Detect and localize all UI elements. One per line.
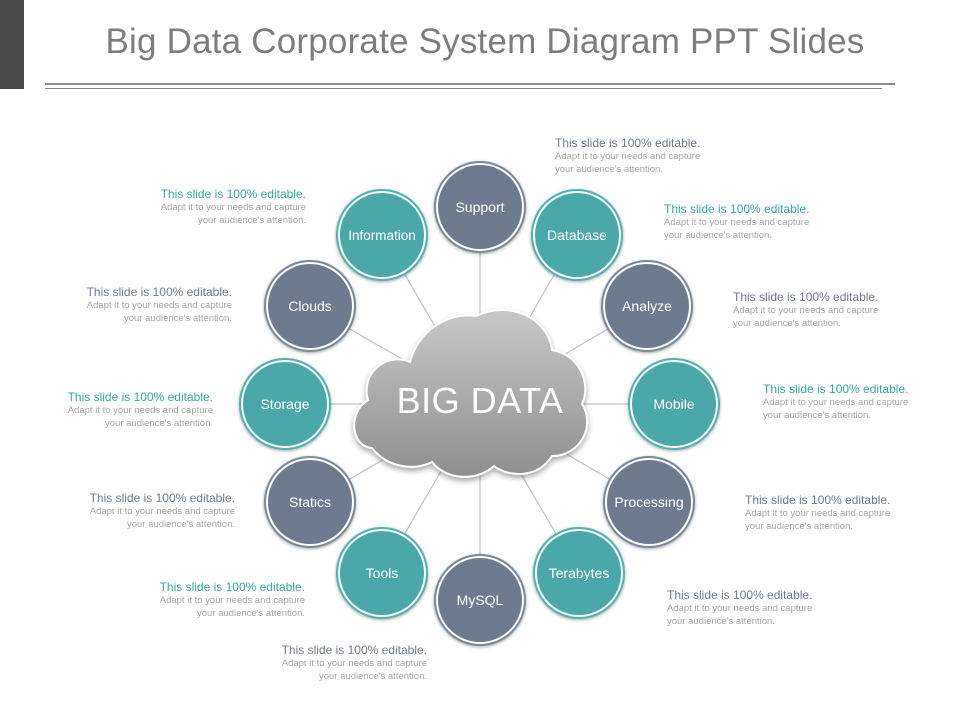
note-analyze: This slide is 100% editable. Adapt it to… [733,290,908,330]
note-body-line2: your audience's attention. [667,616,775,627]
node-clouds: Clouds [264,260,356,352]
note-heading: This slide is 100% editable. [763,382,909,396]
note-body-line2: your audience's attention. [319,671,427,682]
note-body-line1: Adapt it to your needs and capture [555,151,701,162]
note-tools: This slide is 100% editable. Adapt it to… [130,580,305,620]
corner-tab-decoration [0,0,24,89]
note-body-line1: Adapt it to your needs and capture [745,508,891,519]
node-support: Support [434,161,526,253]
note-body-line2: your audience's attention. [197,608,305,619]
node-tools: Tools [336,527,428,619]
note-processing: This slide is 100% editable. Adapt it to… [745,493,920,533]
note-support: This slide is 100% editable. Adapt it to… [555,136,730,176]
note-body-line1: Adapt it to your needs and capture [159,595,305,606]
note-body-line1: Adapt it to your needs and capture [763,397,909,408]
note-body-line1: Adapt it to your needs and capture [86,300,232,311]
node-tools-label: Tools [340,531,424,615]
note-body-line2: your audience's attention. [127,519,235,530]
note-body-line1: Adapt it to your needs and capture [160,202,306,213]
note-heading: This slide is 100% editable. [667,588,813,602]
note-database: This slide is 100% editable. Adapt it to… [664,202,839,242]
node-processing-label: Processing [607,460,691,544]
note-heading: This slide is 100% editable. [281,643,427,657]
note-information: This slide is 100% editable. Adapt it to… [131,187,306,227]
note-heading: This slide is 100% editable. [86,285,232,299]
note-heading: This slide is 100% editable. [555,136,701,150]
note-body-line1: Adapt it to your needs and capture [664,217,810,228]
note-terabytes: This slide is 100% editable. Adapt it to… [667,588,842,628]
note-clouds: This slide is 100% editable. Adapt it to… [57,285,232,325]
title-divider-thin [45,88,882,89]
note-heading: This slide is 100% editable. [67,390,213,404]
node-statics: Statics [264,456,356,548]
note-body-line1: Adapt it to your needs and capture [89,506,235,517]
node-information-label: Information [340,193,424,277]
note-body-line1: Adapt it to your needs and capture [67,405,213,416]
node-database: Database [531,189,623,281]
big-data-label: BIG DATA [396,380,564,421]
note-body-line2: your audience's attention. [664,230,772,241]
note-mysql: This slide is 100% editable. Adapt it to… [252,643,427,683]
note-body-line2: your audience's attention. [105,418,213,429]
slide-title: Big Data Corporate System Diagram PPT Sl… [105,22,865,61]
node-database-label: Database [535,193,619,277]
node-clouds-label: Clouds [268,264,352,348]
node-mysql-label: MySQL [438,558,522,642]
note-body-line2: your audience's attention. [763,410,871,421]
node-information: Information [336,189,428,281]
note-body-line2: your audience's attention. [733,318,841,329]
node-mysql: MySQL [434,554,526,646]
note-storage: This slide is 100% editable. Adapt it to… [38,390,213,430]
node-analyze-label: Analyze [605,264,689,348]
cloud-shape [353,309,588,478]
node-support-label: Support [438,165,522,249]
node-terabytes: Terabytes [533,527,625,619]
note-body-line2: your audience's attention. [124,313,232,324]
note-heading: This slide is 100% editable. [160,187,306,201]
note-body-line1: Adapt it to your needs and capture [281,658,427,669]
note-heading: This slide is 100% editable. [89,491,235,505]
note-body-line1: Adapt it to your needs and capture [733,305,879,316]
note-body-line2: your audience's attention. [555,164,663,175]
node-statics-label: Statics [268,460,352,544]
title-divider [45,83,895,85]
note-body-line1: Adapt it to your needs and capture [667,603,813,614]
node-mobile: Mobile [628,358,720,450]
note-body-line2: your audience's attention. [198,215,306,226]
node-processing: Processing [603,456,695,548]
node-mobile-label: Mobile [632,362,716,446]
note-heading: This slide is 100% editable. [159,580,305,594]
note-heading: This slide is 100% editable. [745,493,891,507]
note-statics: This slide is 100% editable. Adapt it to… [60,491,235,531]
node-storage: Storage [239,358,331,450]
note-heading: This slide is 100% editable. [664,202,810,216]
note-body-line2: your audience's attention. [745,521,853,532]
node-terabytes-label: Terabytes [537,531,621,615]
node-analyze: Analyze [601,260,693,352]
note-mobile: This slide is 100% editable. Adapt it to… [763,382,938,422]
note-heading: This slide is 100% editable. [733,290,879,304]
node-storage-label: Storage [243,362,327,446]
